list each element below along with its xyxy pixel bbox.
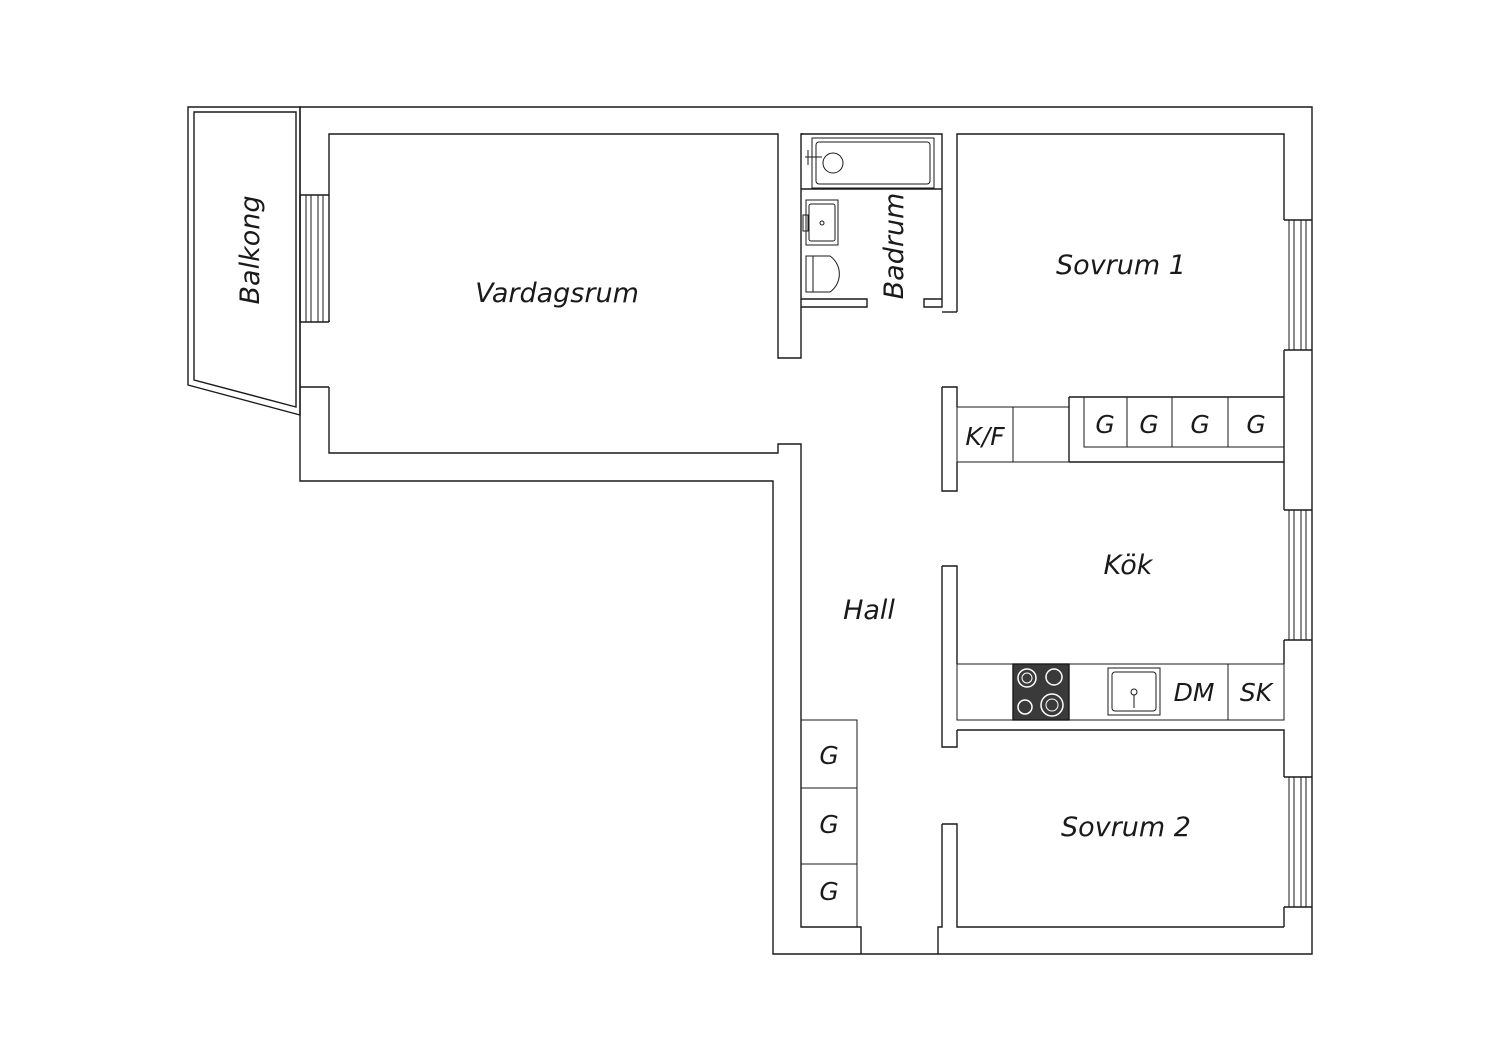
kitchen-sink (1107, 667, 1161, 716)
room-label-kok: Kök (1104, 550, 1154, 581)
fixture-label-wardrobe: G (1190, 410, 1209, 439)
fixture-label-fridge-freezer: K/F (965, 422, 1005, 451)
window-bedroom1 (1284, 219, 1312, 351)
bathroom-walls (801, 133, 943, 308)
window-bedroom2 (1284, 776, 1312, 908)
living-room-walls (299, 133, 862, 954)
window-living-room (305, 194, 324, 323)
fixture-label-cabinet-sk: SK (1240, 678, 1275, 707)
hall-wardrobes (800, 719, 858, 928)
stove (1012, 663, 1070, 721)
bathroom-sink (802, 199, 839, 246)
room-label-balkong: Balkong (235, 196, 266, 305)
window-kitchen (1284, 509, 1312, 641)
fixture-label-wardrobe: G (819, 810, 838, 839)
room-label-hall: Hall (843, 595, 895, 626)
toilet (805, 255, 840, 293)
bedroom2-walls (937, 729, 1285, 954)
room-label-badrum: Badrum (879, 193, 910, 300)
fixture-label-wardrobe: G (1095, 410, 1114, 439)
room-label-sovrum2: Sovrum 2 (1061, 812, 1191, 843)
outer-wall (299, 106, 1313, 955)
room-label-sovrum1: Sovrum 1 (1056, 250, 1186, 281)
fixture-label-wardrobe: G (819, 877, 838, 906)
fixture-label-wardrobe: G (1246, 410, 1265, 439)
kitchen-walls (941, 462, 1285, 748)
fixture-label-dishwasher: DM (1174, 678, 1215, 707)
fixture-label-wardrobe: G (819, 741, 838, 770)
fixture-label-wardrobe: G (1139, 410, 1158, 439)
bathtub (801, 137, 942, 190)
bedroom1-walls (942, 133, 1285, 397)
room-label-vardagsrum: Vardagsrum (475, 278, 639, 309)
